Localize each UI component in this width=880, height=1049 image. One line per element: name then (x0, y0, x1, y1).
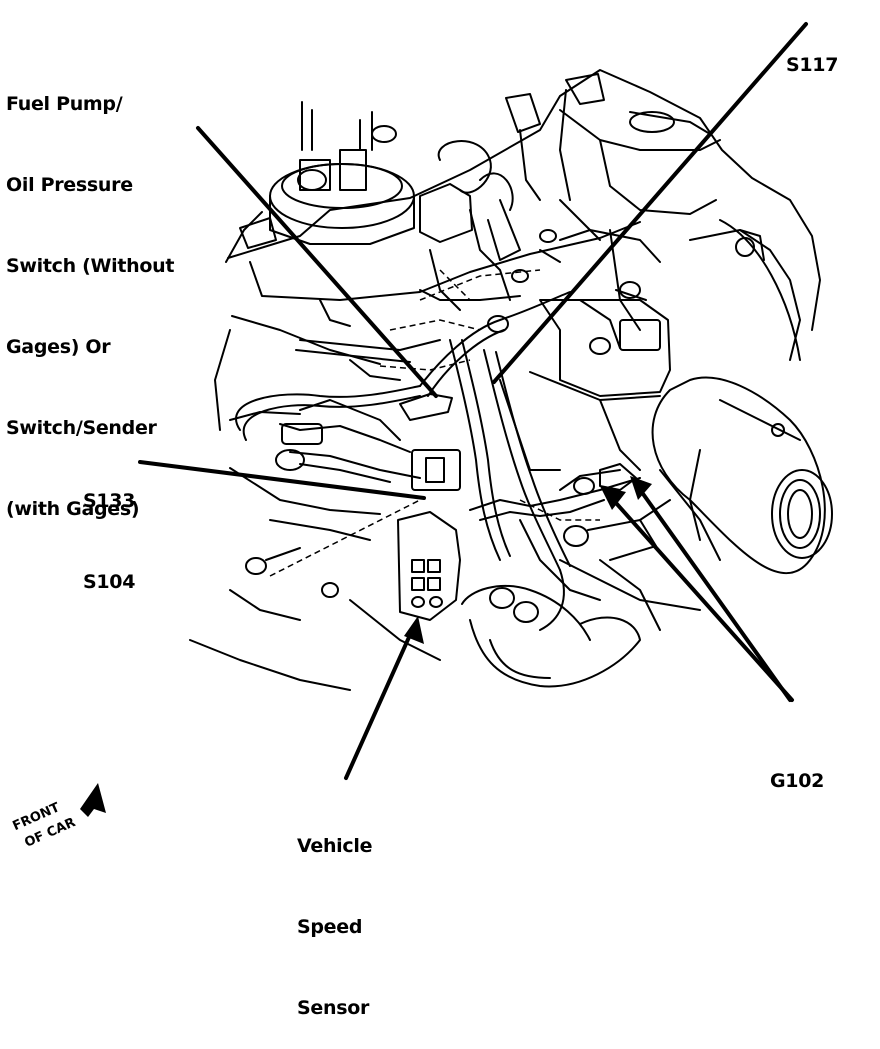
callout-line: S104 (83, 571, 136, 593)
arrow-icon (80, 783, 106, 817)
callout-line: Switch (Without (6, 255, 175, 277)
leader-s117 (492, 22, 808, 384)
callout-vehicle-speed-sensor: Vehicle Speed Sensor (297, 779, 372, 1049)
callout-line: Gages) Or (6, 336, 111, 358)
callout-fuel-pump-switch: Fuel Pump/ Oil Pressure Switch (Without … (6, 37, 174, 550)
intake-cluster (239, 73, 711, 349)
callout-line: Sensor (297, 997, 370, 1019)
arrowheads (404, 476, 652, 644)
engine-drawing (138, 22, 833, 780)
callout-line: Fuel Pump/ (6, 93, 123, 115)
callout-line: S133 (83, 490, 136, 512)
callout-s133-s104: S133 S104 (83, 434, 135, 623)
bell-housing (559, 219, 833, 611)
callout-line: Switch/Sender (6, 417, 157, 439)
callout-line: Oil Pressure (6, 174, 133, 196)
callout-line: (with Gages) (6, 498, 140, 520)
hidden-lines (269, 269, 600, 577)
leader-lines (138, 22, 808, 780)
callout-line: S117 (786, 54, 839, 76)
leader-vehicle-speed-sensor (344, 624, 416, 780)
callout-line: Vehicle (297, 835, 373, 857)
leader-g102-b (634, 482, 792, 702)
front-of-car-indicator: FRONT OF CAR (11, 783, 106, 851)
callout-s117: S117 (786, 0, 838, 106)
components (245, 229, 661, 688)
wiring-harness (235, 289, 641, 631)
callout-line: G102 (770, 770, 825, 792)
leader-s133-s104 (138, 460, 426, 500)
engine-wiring-diagram (138, 22, 833, 780)
leader-fuel-pump-switch (196, 126, 438, 398)
callout-line: Speed (297, 916, 363, 938)
callout-g102: G102 (770, 714, 824, 822)
leader-g102-a (606, 492, 794, 702)
